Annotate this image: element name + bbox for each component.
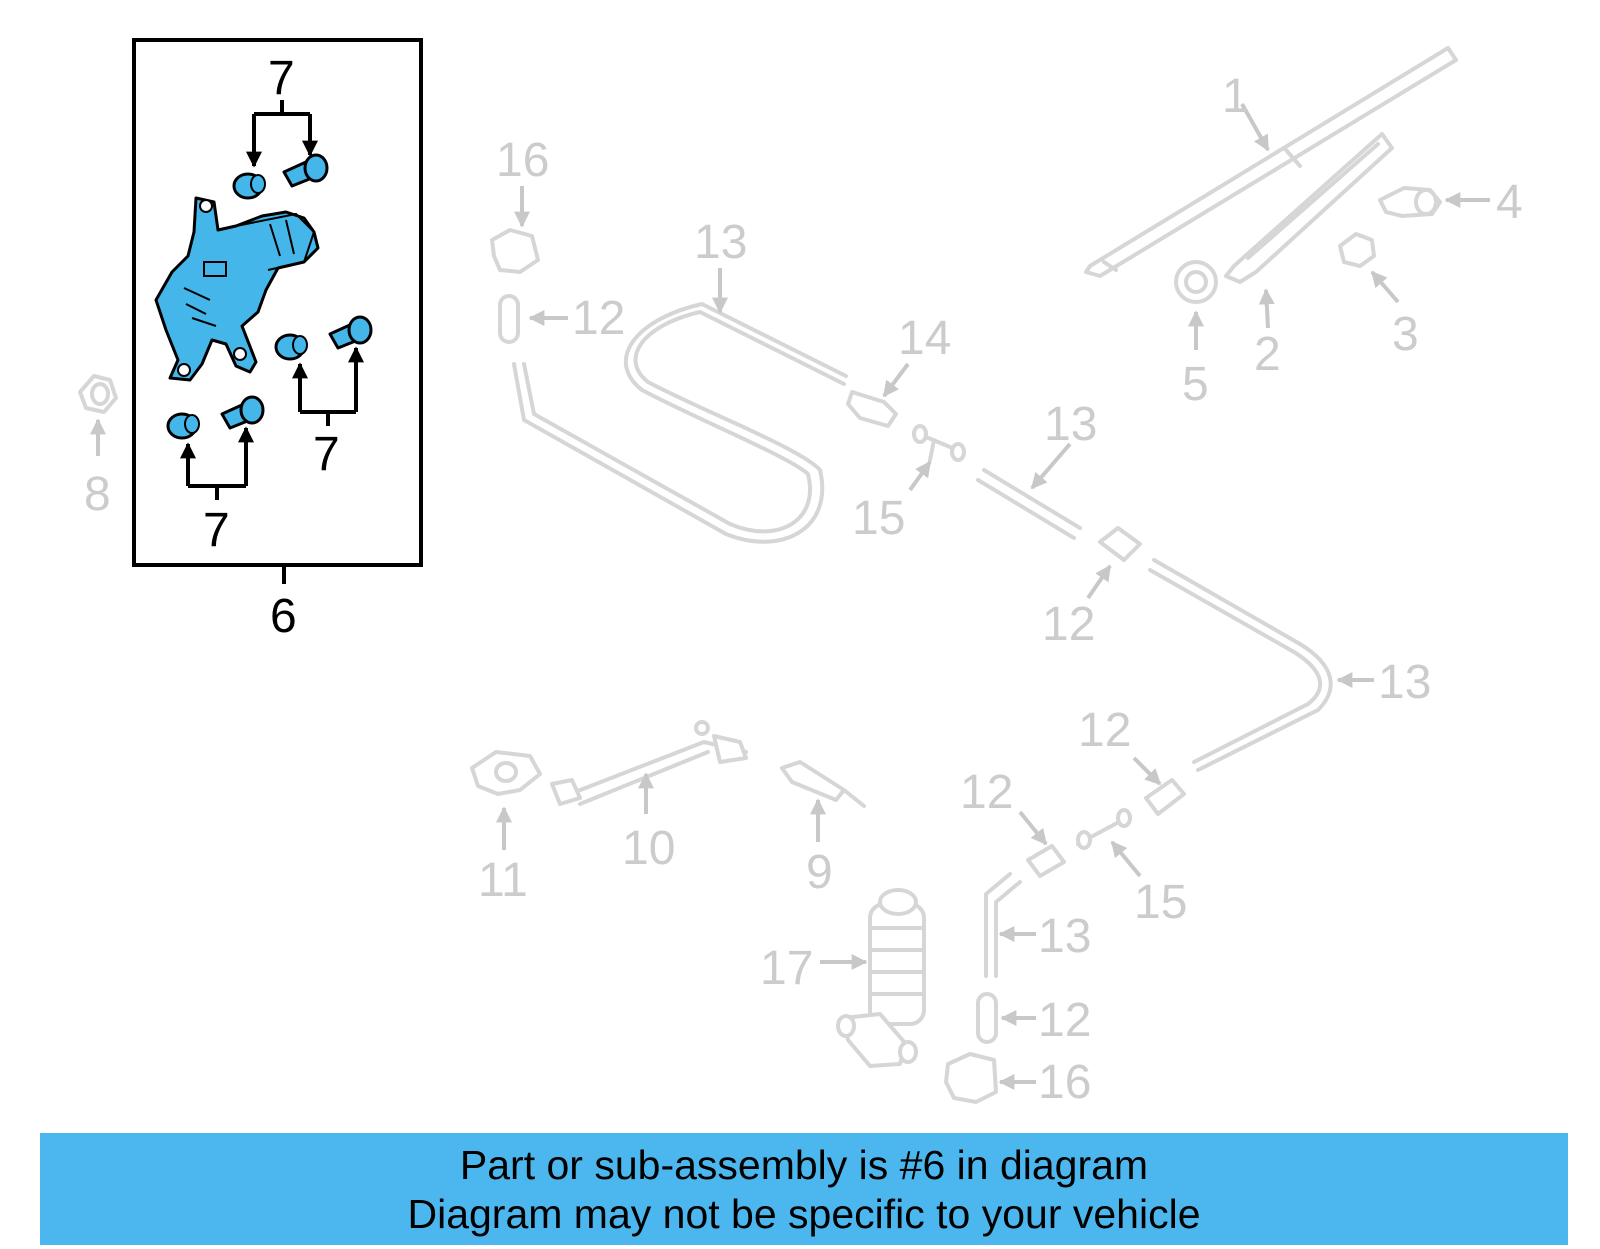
footer-line-1: Part or sub-assembly is #6 in diagram — [459, 1142, 1149, 1188]
nozzle-part-11 — [470, 750, 542, 796]
hose-part-10 — [550, 720, 748, 806]
label-13-c: 13 — [1378, 656, 1431, 709]
hose-part-13-left-inner — [522, 302, 848, 534]
label-7-bottom: 7 — [203, 504, 230, 557]
label-6: 6 — [270, 590, 297, 643]
cap-part-4 — [1378, 186, 1442, 218]
label-17: 17 — [760, 942, 813, 995]
nozzle-part-16-top — [490, 228, 540, 274]
bolt-part-7-right[interactable] — [328, 315, 373, 350]
footer-line-2: Diagram may not be specific to your vehi… — [407, 1191, 1201, 1237]
leader-12-b — [1086, 564, 1112, 600]
label-12-c: 12 — [1078, 704, 1131, 757]
label-5: 5 — [1182, 358, 1209, 411]
washer-pump-part-17 — [836, 888, 926, 1068]
label-13-b: 13 — [1044, 398, 1097, 451]
grommet-part-7-bottom[interactable] — [166, 412, 200, 440]
label-4: 4 — [1496, 176, 1523, 229]
label-10: 10 — [622, 822, 675, 875]
wiper-arm-part-2 — [1224, 132, 1394, 284]
label-7-right: 7 — [313, 428, 340, 481]
leader-14 — [882, 362, 910, 398]
leader-7-top — [246, 100, 318, 168]
hose-part-13-left — [512, 310, 846, 544]
connector-part-12-b — [1098, 526, 1142, 562]
wiper-blade-part-1 — [1084, 46, 1458, 278]
label-12-b: 12 — [1042, 598, 1095, 651]
leader-12-c — [1132, 756, 1162, 786]
check-valve-part-14 — [846, 390, 898, 428]
bolt-part-7-bottom[interactable] — [220, 395, 265, 430]
label-15-a: 15 — [852, 492, 905, 545]
tee-part-15-b — [1076, 808, 1132, 850]
hose-part-13-mid — [976, 468, 1082, 540]
grommet-part-7-top[interactable] — [232, 172, 266, 200]
tee-part-15-a — [912, 424, 966, 462]
leader-3 — [1370, 270, 1400, 304]
label-9: 9 — [806, 846, 833, 899]
nozzle-part-16-bottom — [944, 1052, 998, 1104]
leader-7-bottom — [180, 426, 254, 500]
label-7-top: 7 — [268, 52, 295, 105]
label-8: 8 — [84, 468, 111, 521]
connector-part-12-d — [1026, 844, 1066, 878]
footer-banner: Part or sub-assembly is #6 in diagram Di… — [40, 1133, 1568, 1245]
nut-part-3 — [1338, 232, 1376, 268]
nut-part-8 — [78, 374, 118, 414]
label-15-b: 15 — [1134, 876, 1187, 929]
label-12-a: 12 — [572, 292, 625, 345]
label-2: 2 — [1254, 328, 1281, 381]
connector-part-12-a — [498, 294, 520, 344]
connector-part-9 — [780, 760, 866, 808]
leader-15-a — [908, 460, 932, 492]
bolt-part-7-top[interactable] — [282, 153, 329, 188]
grommet-part-5 — [1174, 260, 1218, 304]
connector-part-12-e — [976, 992, 998, 1044]
wiper-motor-part-6[interactable] — [154, 196, 320, 382]
connector-part-12-c — [1144, 778, 1186, 816]
label-12-e: 12 — [1038, 994, 1091, 1047]
hose-part-13-right — [1148, 558, 1333, 772]
label-16-bottom: 16 — [1038, 1056, 1091, 1109]
label-3: 3 — [1392, 308, 1419, 361]
leader-15-b — [1110, 840, 1142, 878]
leader-2 — [1258, 288, 1275, 329]
label-11: 11 — [478, 854, 528, 907]
label-12-d: 12 — [960, 766, 1013, 819]
hose-part-13-bottom — [984, 872, 1022, 978]
label-13-d: 13 — [1038, 910, 1091, 963]
leader-13-b — [1030, 442, 1072, 490]
label-14: 14 — [898, 312, 951, 365]
label-1: 1 — [1222, 70, 1249, 123]
label-13-a: 13 — [694, 216, 747, 269]
leader-7-right — [292, 346, 364, 426]
leader-12-d — [1018, 810, 1048, 846]
leader-1 — [1240, 103, 1270, 152]
label-16-top: 16 — [496, 134, 549, 187]
grommet-part-7-right[interactable] — [274, 333, 308, 361]
